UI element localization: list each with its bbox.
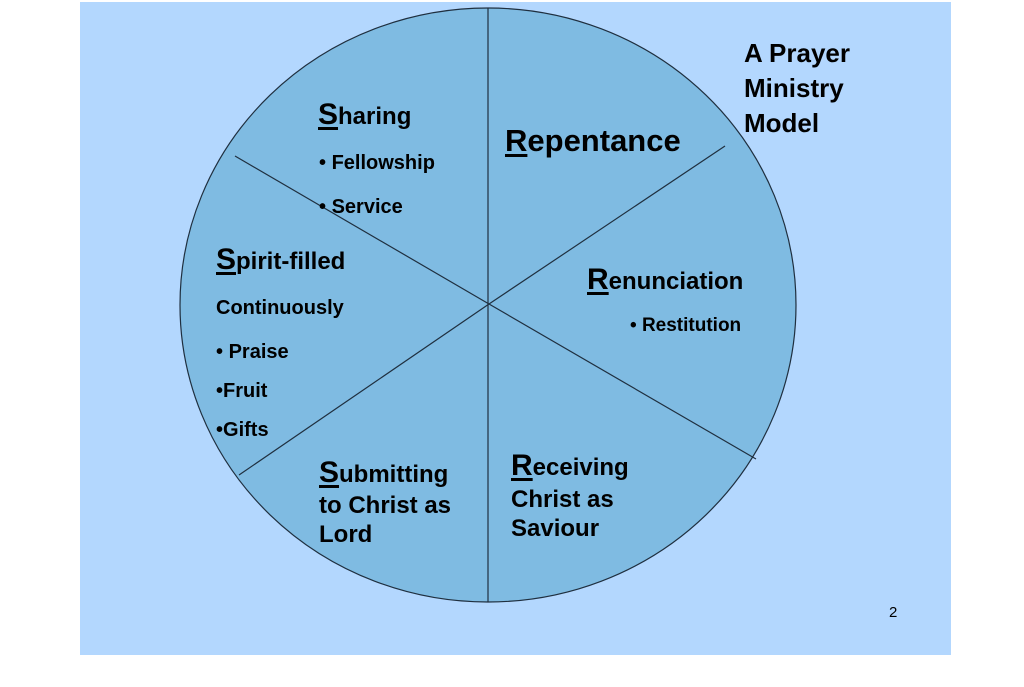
- bullet-item: • Service: [319, 197, 403, 217]
- segment-sharing-heading: Sharing: [318, 100, 411, 130]
- bullet-text: Fellowship: [331, 152, 435, 174]
- bullet-icon: •: [319, 152, 327, 174]
- segment-initial: S: [216, 243, 237, 276]
- segment-submitting-heading: Submitting: [319, 458, 448, 488]
- bullet-icon: •: [216, 419, 224, 441]
- bullet-icon: •: [216, 380, 224, 402]
- segment-repentance-heading: Repentance: [505, 125, 681, 156]
- segment-heading-rest: enunciation: [608, 268, 744, 295]
- bullet-icon: •: [216, 341, 224, 363]
- divider-lower-right: [488, 303, 757, 460]
- bullet-text: Restitution: [641, 315, 742, 336]
- segment-initial: R: [587, 263, 609, 296]
- title-line: Ministry: [744, 73, 844, 103]
- segment-line: Continuously: [216, 297, 344, 319]
- segment-line: to Christ as: [319, 492, 452, 519]
- segment-heading-rest: ubmitting: [339, 461, 449, 488]
- segment-initial: S: [319, 456, 340, 489]
- divider-lower-left: [238, 303, 490, 476]
- segment-heading-rest: pirit-filled: [236, 248, 346, 275]
- divider-upper-right: [488, 145, 726, 305]
- segment-line: Saviour: [511, 515, 600, 542]
- segment-initial: R: [505, 123, 528, 158]
- bullet-text: Service: [331, 196, 403, 218]
- segment-heading-rest: haring: [338, 103, 412, 130]
- bullet-text: Gifts: [223, 419, 269, 441]
- bullet-icon: •: [630, 315, 637, 336]
- divider-upper-left: [234, 155, 490, 305]
- segment-heading-rest: eceiving: [532, 454, 629, 481]
- bullet-item: •Fruit: [216, 381, 267, 401]
- slide-title: A Prayer Ministry Model: [744, 36, 850, 141]
- segment-line: Christ as: [511, 486, 614, 513]
- segment-line: Lord: [319, 521, 373, 548]
- segment-receiving-heading: Receiving: [511, 451, 629, 481]
- segment-initial: S: [318, 98, 339, 131]
- title-line: A Prayer: [744, 38, 850, 68]
- bullet-icon: •: [319, 196, 327, 218]
- bullet-text: Praise: [228, 341, 289, 363]
- bullet-item: • Praise: [216, 342, 289, 362]
- segment-initial: R: [511, 449, 533, 482]
- bullet-item: • Restitution: [630, 316, 741, 335]
- page-number: 2: [889, 604, 898, 621]
- bullet-item: • Fellowship: [319, 153, 435, 173]
- title-line: Model: [744, 108, 820, 138]
- segment-spirit-filled-heading: Spirit-filled: [216, 245, 345, 275]
- bullet-item: •Gifts: [216, 420, 269, 440]
- segment-renunciation-heading: Renunciation: [587, 265, 743, 295]
- segment-heading-rest: epentance: [527, 123, 681, 158]
- bullet-text: Fruit: [223, 380, 268, 402]
